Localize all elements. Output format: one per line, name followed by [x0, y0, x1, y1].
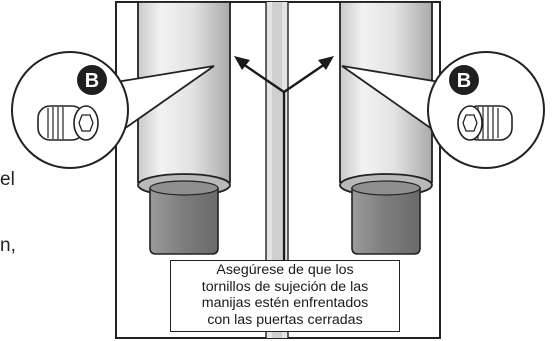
right-door-handle: [339, 1, 433, 255]
caption-line-4: con las puertas cerradas: [207, 311, 363, 328]
margin-text-fragment-2: n,: [0, 235, 16, 256]
margin-text-fragment-1: el: [0, 169, 15, 190]
caption-line-2: tornillos de sujeción de las: [201, 278, 369, 295]
left-b-badge: B: [77, 65, 107, 95]
left-magnifier-circle: [11, 51, 129, 169]
right-set-screw-icon: [457, 105, 513, 141]
caption-line-3: manijas estén enfrentados: [201, 295, 369, 311]
right-magnifier-circle: [427, 51, 545, 169]
left-b-label: B: [85, 70, 99, 92]
right-b-badge: B: [449, 65, 479, 95]
arrow-head-left: [234, 56, 250, 70]
direction-arrows: [239, 61, 329, 260]
caption-line-1: Asegúrese de que los: [216, 262, 354, 278]
arrow-head-right: [318, 56, 334, 70]
left-door-handle: [137, 1, 231, 255]
instruction-caption-box: Asegúrese de que los tornillos de sujeci…: [170, 260, 400, 332]
right-b-label: B: [457, 70, 471, 92]
left-set-screw-icon: [37, 105, 99, 141]
